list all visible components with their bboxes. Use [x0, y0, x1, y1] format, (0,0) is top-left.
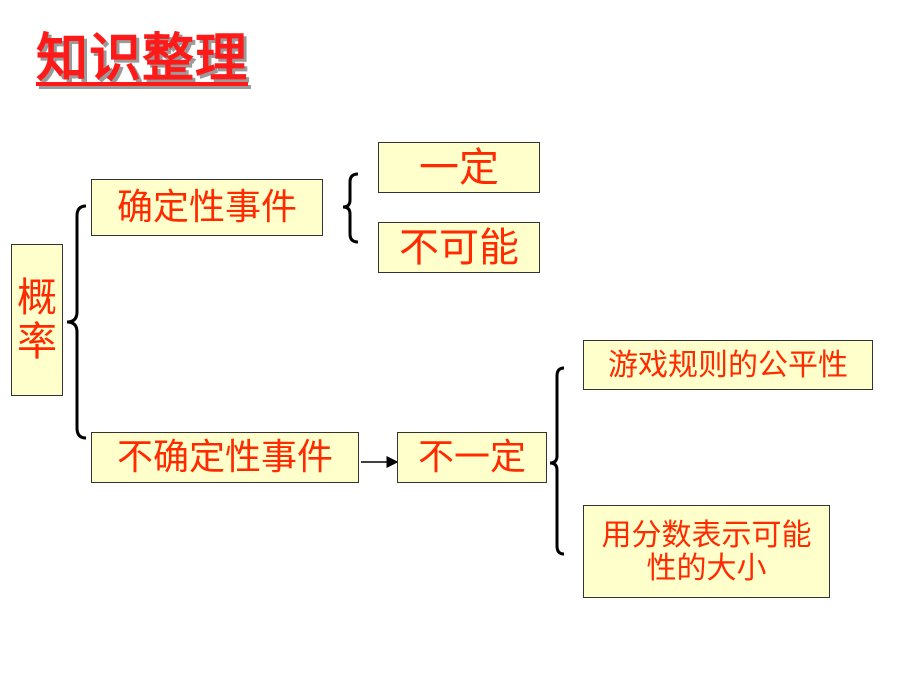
root-node-probability: 概 率 [11, 244, 63, 396]
node-fairness: 游戏规则的公平性 [583, 340, 873, 390]
node-not-certain: 不一定 [397, 432, 547, 483]
node-fraction: 用分数表示可能性的大小 [583, 505, 830, 598]
node-certain-event: 确定性事件 [91, 179, 323, 236]
root-label-line1: 概 [17, 275, 57, 321]
page-title: 知识整理 [36, 29, 249, 89]
main-brace [66, 204, 87, 440]
certain-brace [342, 172, 359, 244]
node-impossible: 不可能 [378, 222, 540, 273]
node-uncertain-event: 不确定性事件 [91, 432, 359, 483]
uncertain-brace [549, 366, 565, 556]
node-certain: 一定 [378, 142, 540, 193]
root-label-line2: 率 [17, 319, 57, 365]
